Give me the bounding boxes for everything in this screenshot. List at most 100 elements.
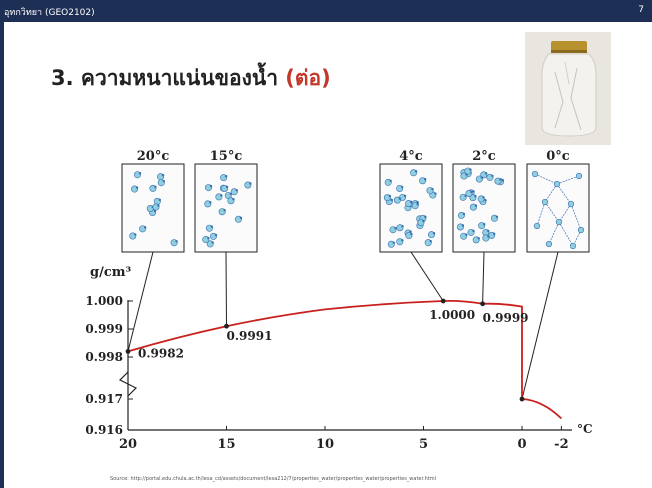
water-molecule xyxy=(496,178,504,186)
y-tick-label: 0.999 xyxy=(85,322,123,336)
leader-lines xyxy=(127,251,559,400)
hydrogen-atom xyxy=(403,194,407,198)
water-molecule xyxy=(209,232,217,240)
y-tick-label: 0.916 xyxy=(85,423,123,437)
water-molecule xyxy=(205,224,213,232)
water-molecule xyxy=(218,208,226,216)
water-jar-photo xyxy=(525,32,611,145)
ice-molecule xyxy=(569,242,577,250)
axis-break xyxy=(118,371,138,397)
water-molecule xyxy=(139,225,147,233)
hydrogen-atom xyxy=(429,239,432,243)
hydrogen-atom xyxy=(472,229,475,233)
hydrogen-atom xyxy=(138,172,142,175)
hydrogen-atom xyxy=(157,204,160,207)
water-molecule xyxy=(486,173,494,181)
density-line xyxy=(127,300,563,420)
x-axis-label: °C xyxy=(577,422,593,436)
hydrogen-bond xyxy=(544,201,560,223)
water-molecule xyxy=(405,200,413,208)
leader-line xyxy=(225,251,227,327)
data-point xyxy=(519,396,525,402)
hydrogen-atom xyxy=(470,190,473,194)
water-molecule xyxy=(411,200,419,208)
water-molecule xyxy=(459,193,467,201)
hydrogen-atom xyxy=(209,184,213,188)
water-molecule xyxy=(460,232,468,240)
data-label: 1.0000 xyxy=(429,308,475,322)
panel-temp-label: 0°c xyxy=(546,149,570,164)
water-molecule xyxy=(426,187,434,195)
molecule-panel xyxy=(452,163,516,253)
hydrogen-atom xyxy=(424,215,427,219)
water-molecule xyxy=(404,204,412,212)
water-molecule xyxy=(467,228,475,236)
hydrogen-atom xyxy=(392,241,395,245)
water-molecule xyxy=(152,203,160,211)
ice-molecule xyxy=(577,226,585,234)
hydrogen-atom xyxy=(487,229,490,233)
molecule-panel xyxy=(379,163,443,253)
hydrogen-atom xyxy=(220,194,223,197)
hydrogen-atom xyxy=(175,240,178,243)
x-tick-label: 5 xyxy=(419,437,428,452)
water-molecule xyxy=(479,198,487,206)
hydrogen-atom xyxy=(482,222,486,226)
water-molecule xyxy=(153,197,161,205)
water-molecule xyxy=(202,236,210,244)
x-tick-label: 20 xyxy=(119,437,137,452)
hydrogen-atom xyxy=(469,171,472,174)
water-molecule xyxy=(383,194,391,202)
hydrogen-atom xyxy=(469,168,472,171)
water-molecule xyxy=(206,240,214,248)
hydrogen-atom xyxy=(143,226,147,229)
water-molecule xyxy=(456,223,464,231)
molecule-panel xyxy=(121,163,185,253)
water-molecule xyxy=(478,222,486,230)
water-molecule xyxy=(490,214,498,222)
water-molecule xyxy=(482,228,490,236)
panel-temp-label: 15°c xyxy=(210,149,243,164)
hydrogen-atom xyxy=(409,230,412,233)
hydrogen-atom xyxy=(158,198,161,202)
hydrogen-atom xyxy=(434,192,437,195)
hydrogen-atom xyxy=(499,178,502,181)
water-molecule xyxy=(465,189,473,197)
water-molecule xyxy=(464,167,472,175)
hydrogen-atom xyxy=(482,196,485,199)
water-molecule xyxy=(475,175,483,183)
water-molecule xyxy=(393,196,401,204)
water-molecule xyxy=(460,169,468,177)
water-molecule xyxy=(429,191,437,199)
water-molecule xyxy=(482,234,490,242)
hydrogen-atom xyxy=(401,239,404,242)
hydrogen-atom xyxy=(465,173,468,176)
water-molecule xyxy=(411,202,419,210)
water-molecule xyxy=(389,226,397,234)
hydrogen-atom xyxy=(211,241,214,244)
water-molecule xyxy=(396,224,404,232)
hydrogen-atom xyxy=(135,186,139,189)
hydrogen-atom xyxy=(416,200,419,204)
y-axis-label: g/cm³ xyxy=(90,265,132,280)
water-molecule xyxy=(219,184,227,192)
leader-line xyxy=(521,251,559,400)
hydrogen-atom xyxy=(474,194,477,198)
water-molecule xyxy=(469,203,477,211)
hydrogen-atom xyxy=(474,204,478,207)
water-molecule xyxy=(170,239,178,247)
data-label: 0.9991 xyxy=(227,329,273,343)
panel-temp-label: 4°c xyxy=(399,149,423,164)
hydrogen-atom xyxy=(401,225,404,228)
water-molecule xyxy=(387,240,395,248)
y-tick-label: 0.917 xyxy=(85,392,123,406)
hydrogen-atom xyxy=(492,232,496,236)
water-molecule xyxy=(416,222,424,230)
water-molecule xyxy=(416,215,424,223)
molecule-panel xyxy=(526,163,590,253)
water-molecule xyxy=(472,236,480,244)
water-molecule xyxy=(384,178,392,186)
title-main: 3. ความหนาแน่นของน้ำ xyxy=(51,66,286,90)
